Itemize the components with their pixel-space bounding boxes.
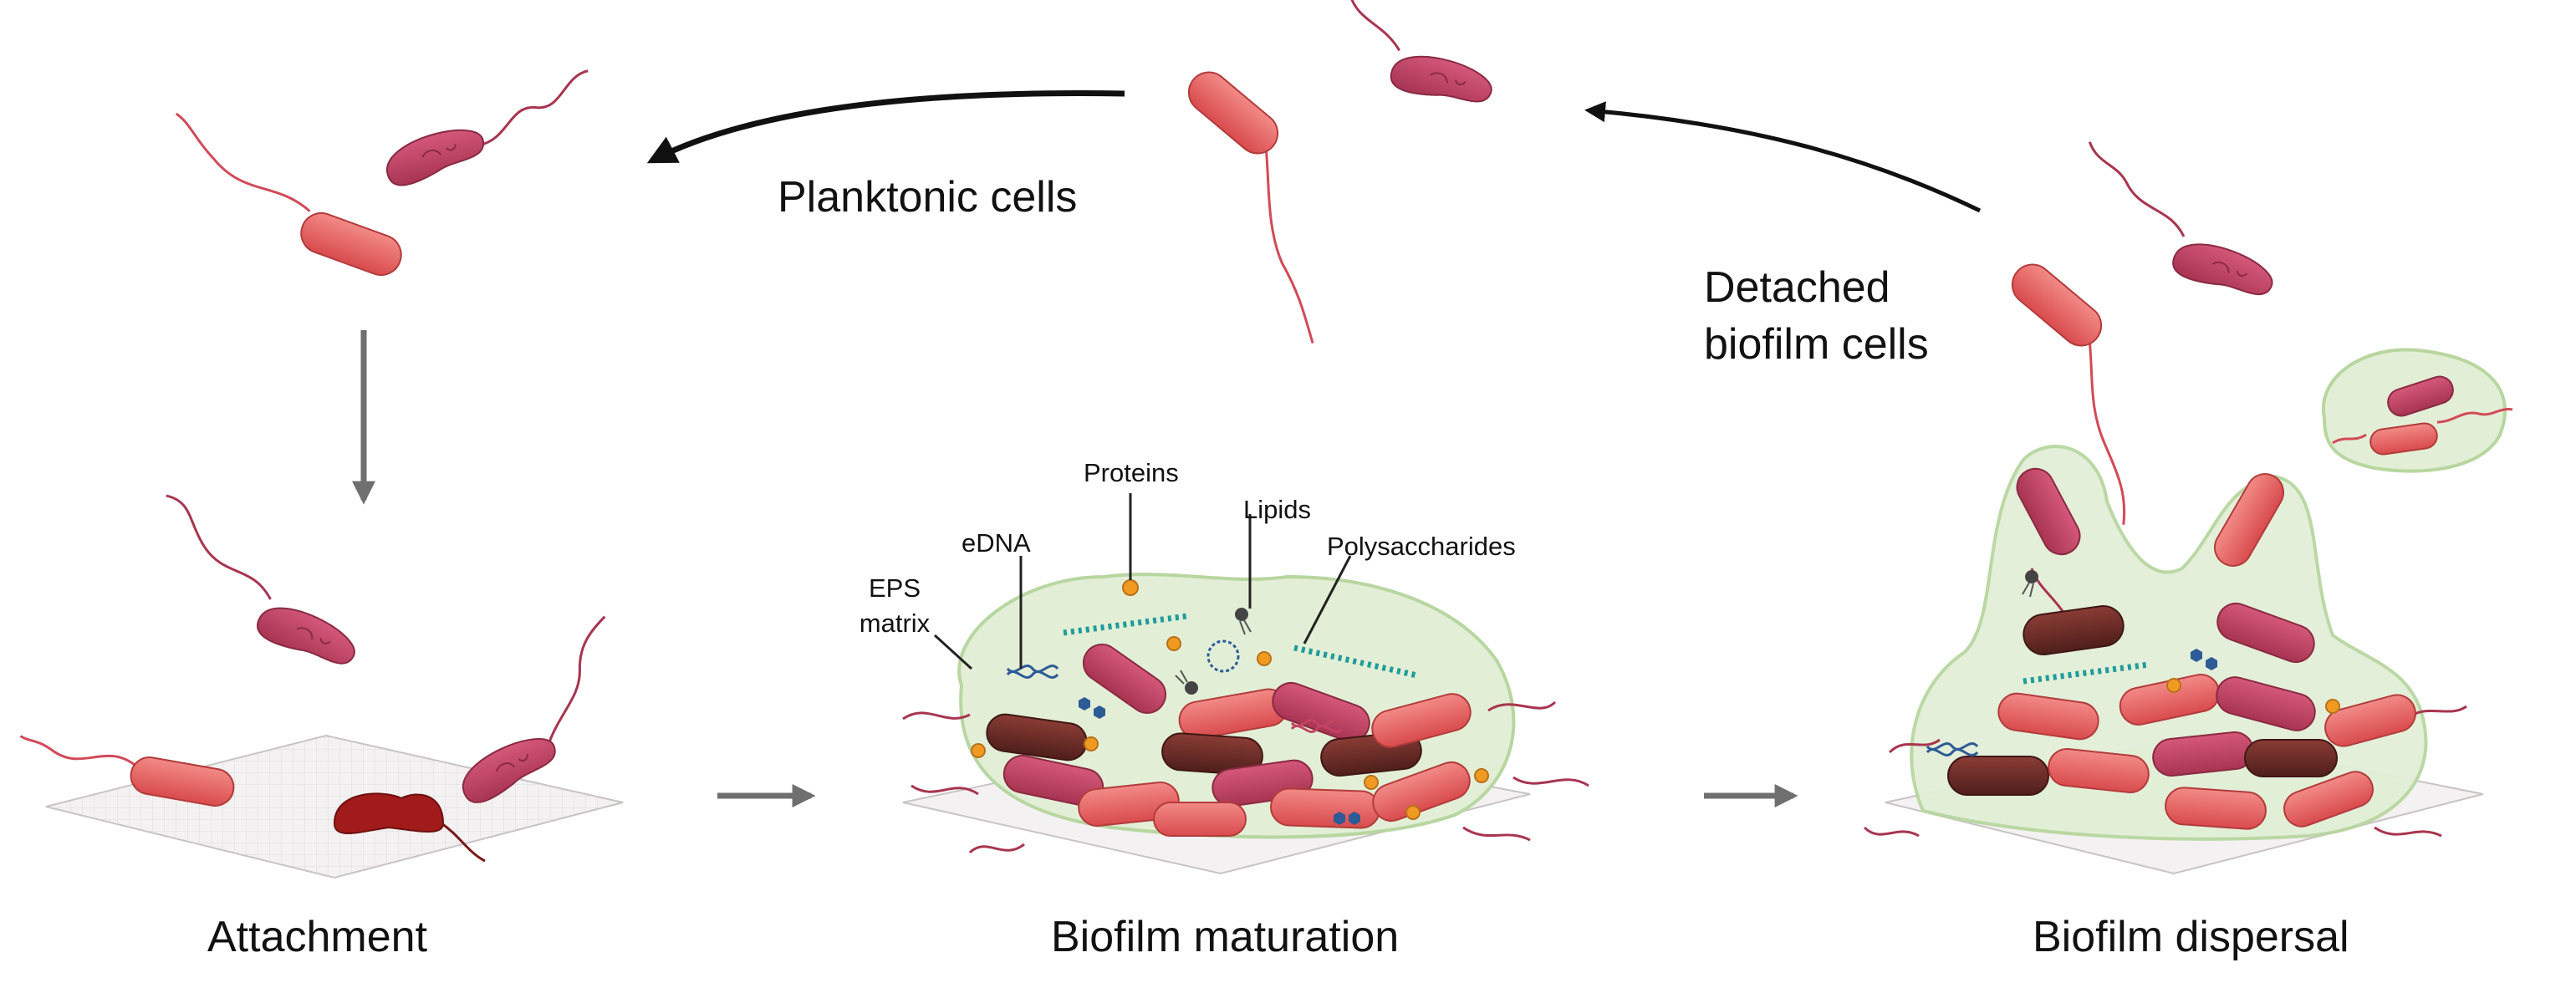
dispersal-matrix-components (1926, 570, 2340, 756)
arrow-detached-to-planktonic (1584, 101, 1982, 213)
polysaccharide-chain (1293, 644, 1418, 679)
dispersal-stage (1863, 348, 2513, 875)
label-lipids: Lipids (1243, 495, 1311, 524)
dispersal-cells (1863, 467, 2467, 838)
protein-particle (1257, 651, 1272, 666)
protein-particle (1364, 775, 1379, 790)
cell-cluster (902, 644, 1589, 854)
edna-helix (1926, 742, 1979, 756)
bacterium-magenta (166, 494, 355, 665)
attachment-stage (19, 494, 624, 879)
edna-helix (1290, 719, 1344, 733)
polysaccharide-chain (1063, 613, 1188, 636)
protein-particle (1405, 805, 1421, 820)
callout-lines (933, 493, 1352, 670)
lipid-icon (1175, 608, 1252, 695)
polysaccharide-hexagon (2191, 649, 2217, 670)
bacterium-magenta (2088, 141, 2273, 296)
arrow-planktonic-return (646, 90, 1125, 164)
bacterium-light-red (175, 112, 402, 276)
detached-cells-group (2011, 141, 2273, 525)
detached-cells-label-line1: Detached (1704, 263, 1890, 312)
bacterium-magenta (1308, 0, 1492, 103)
label-edna: eDNA (962, 528, 1031, 558)
protein-particle (971, 743, 986, 758)
cycle-arrows (352, 90, 1982, 807)
protein-particle (1084, 736, 1099, 751)
stage-label-dispersal: Biofilm dispersal (2033, 913, 2349, 961)
label-polysaccharides: Polysaccharides (1327, 532, 1516, 561)
planktonic-cells-label: Planktonic cells (778, 173, 1078, 222)
label-eps-matrix-line1: EPS (868, 573, 921, 603)
protein-particle (1122, 579, 1139, 596)
lipid-icon (2022, 570, 2038, 598)
protein-particle (2166, 678, 2181, 693)
fragment-cells (2332, 375, 2513, 456)
edna-helix (1006, 665, 1059, 679)
bacterium-magenta (462, 615, 606, 803)
label-eps-matrix-line2: matrix (859, 609, 931, 638)
bacterium-light-red (19, 735, 235, 807)
maturation-stage (902, 493, 1589, 875)
detached-cells-label-line2: biofilm cells (1704, 320, 1929, 369)
matrix-components (971, 579, 1489, 825)
protein-particle (1474, 768, 1489, 783)
polysaccharide-chain (2023, 661, 2150, 685)
planktonic-cells-group (175, 0, 1492, 344)
protein-particle (1166, 636, 1181, 651)
protein-particle (2325, 699, 2340, 714)
stage-label-attachment: Attachment (207, 913, 428, 961)
vesicle (1206, 639, 1240, 673)
stage-label-maturation: Biofilm maturation (1051, 913, 1400, 961)
bacterium-attached (333, 792, 486, 863)
bacterium-light-red (1187, 71, 1314, 344)
label-proteins: Proteins (1084, 458, 1179, 487)
polysaccharide-hexagon (1079, 697, 1360, 825)
bacterium-light-red (2011, 263, 2126, 525)
bacterium-magenta (386, 69, 589, 186)
